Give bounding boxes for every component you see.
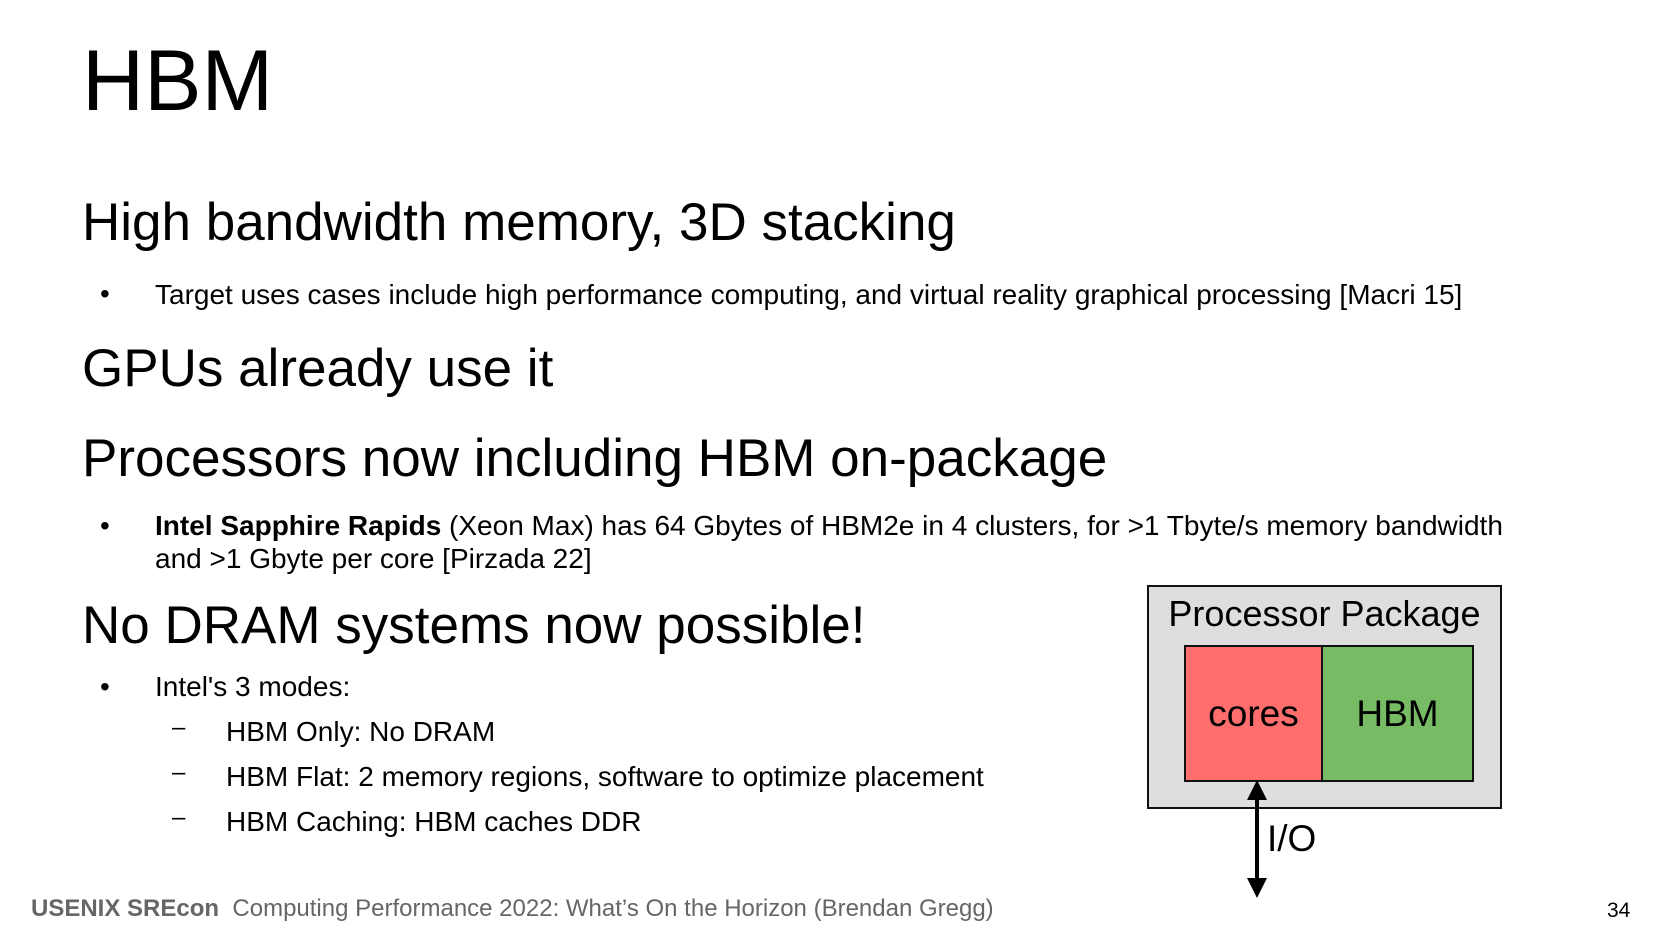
hbm-block: HBM — [1321, 645, 1474, 782]
bullet-dot: • — [100, 278, 110, 309]
heading-processors: Processors now including HBM on-package — [82, 429, 1108, 488]
hbm-label: HBM — [1356, 692, 1439, 734]
mode-hbm-only: HBM Only: No DRAM — [226, 716, 496, 747]
cores-block: cores — [1184, 645, 1323, 782]
footer-brand: USENIX SREcon — [31, 895, 220, 922]
bold-product-name: Intel Sapphire Rapids — [155, 510, 442, 541]
bullet-sapphire-rapids: Intel Sapphire Rapids (Xeon Max) has 64 … — [155, 512, 1503, 540]
bullet-text: (Xeon Max) has 64 Gbytes of HBM2e in 4 c… — [441, 510, 1503, 541]
page-number: 34 — [1607, 899, 1631, 922]
dash-marker: – — [172, 714, 186, 741]
heading-no-dram: No DRAM systems now possible! — [82, 596, 866, 655]
mode-hbm-caching: HBM Caching: HBM caches DDR — [226, 806, 642, 837]
mode-hbm-flat: HBM Flat: 2 memory regions, software to … — [226, 761, 984, 792]
bullet-intel-modes: Intel's 3 modes: — [155, 671, 351, 702]
cores-label: cores — [1208, 692, 1299, 734]
package-label: Processor Package — [1168, 593, 1481, 634]
bullet-dot: • — [100, 510, 110, 541]
bullet-sapphire-rapids-cont: and >1 Gbyte per core [Pirzada 22] — [155, 543, 592, 574]
dash-marker: – — [172, 804, 186, 831]
dash-marker: – — [172, 759, 186, 786]
slide-title: HBM — [82, 33, 274, 129]
io-arrow-icon — [1247, 780, 1267, 898]
footer-talk-title: Computing Performance 2022: What’s On th… — [232, 895, 994, 922]
bullet-dot: • — [100, 671, 110, 702]
io-label: I/O — [1267, 818, 1317, 859]
footer: USENIX SREcon Computing Performance 2022… — [31, 897, 994, 921]
heading-gpus: GPUs already use it — [82, 339, 554, 398]
bullet-use-cases: Target uses cases include high performan… — [155, 279, 1463, 310]
heading-high-bandwidth: High bandwidth memory, 3D stacking — [82, 193, 956, 252]
